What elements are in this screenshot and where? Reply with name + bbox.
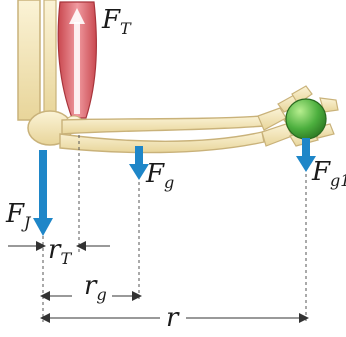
forearm-bones: [59, 115, 265, 154]
upper-arm: [17, 0, 57, 121]
label-force-gravity-ball: Fg1: [311, 157, 346, 190]
label-force-joint: FJ: [5, 199, 32, 232]
label-force-tension: FT: [101, 5, 132, 38]
label-dist-tension: rT: [48, 235, 72, 268]
reference-lines: [42, 135, 307, 322]
label-dist-gravity: rg: [84, 271, 107, 304]
label-force-gravity-arm: Fg: [145, 159, 174, 192]
tension-arrow: [69, 8, 85, 114]
label-dist-total: r: [166, 303, 180, 333]
gravity-ball-arrow: [296, 138, 316, 172]
ball: [285, 98, 327, 140]
gravity-arm-arrow: [129, 146, 149, 180]
joint-force-arrow: [33, 150, 53, 236]
